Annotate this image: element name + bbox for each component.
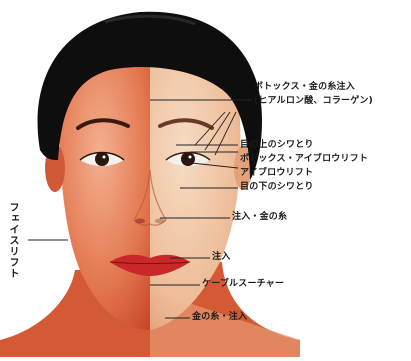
label-cable-suture: ケーブルスーチャー (202, 279, 284, 290)
label-eyebrow-lift: アイブロウリフト (240, 168, 313, 179)
label-gold-thread-injection: 金の糸・注入 (192, 312, 247, 323)
label-botox-eyebrow-lift: ボトックス・アイブロウリフト (240, 154, 368, 165)
label-face-lift: フェイスリフト (6, 202, 18, 279)
label-injection-gold-thread: 注入・金の糸 (232, 212, 287, 223)
label-injection: 注入 (212, 252, 230, 263)
label-botox-gold-injection: ボトックス・金の糸注入 (254, 82, 355, 93)
label-under-eye-wrinkles: 目の下のシワとり (240, 182, 314, 193)
label-upper-eyelid-wrinkles: 目の上のシワとり (240, 140, 314, 151)
label-hyaluronic-collagen: (ヒアルロン酸、コラーゲン) (254, 96, 373, 107)
